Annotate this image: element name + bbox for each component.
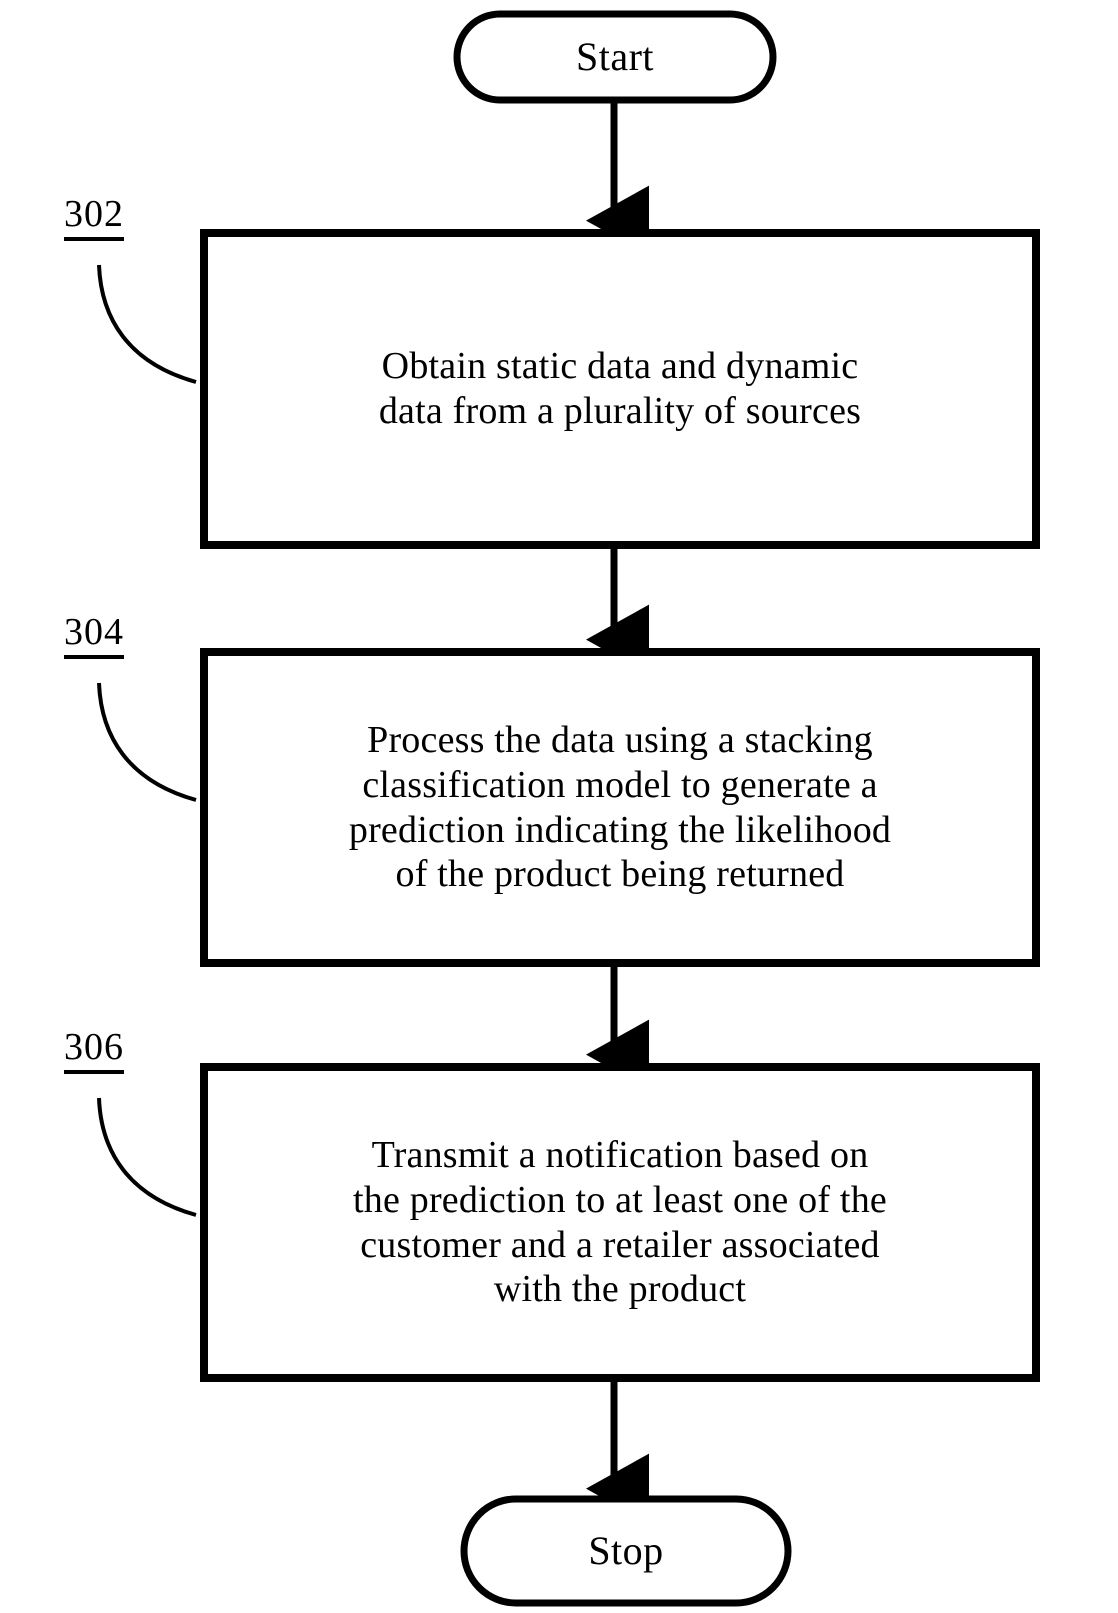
leader-line-304 (97, 682, 197, 802)
process-box-302-shape (200, 229, 1040, 549)
leader-line-306 (97, 1097, 197, 1217)
reference-numeral-306-text: 306 (64, 1028, 124, 1074)
process-box-306-shape (200, 1063, 1040, 1382)
start-terminal-shape (453, 10, 777, 104)
process-box-304-shape (200, 648, 1040, 967)
reference-numeral-306: 306 (64, 1028, 124, 1074)
stop-terminal-shape (460, 1495, 792, 1607)
leader-line-302 (97, 264, 197, 384)
reference-numeral-304-text: 304 (64, 613, 124, 659)
reference-numeral-302: 302 (64, 195, 124, 241)
reference-numeral-302-text: 302 (64, 195, 124, 241)
reference-numeral-304: 304 (64, 613, 124, 659)
